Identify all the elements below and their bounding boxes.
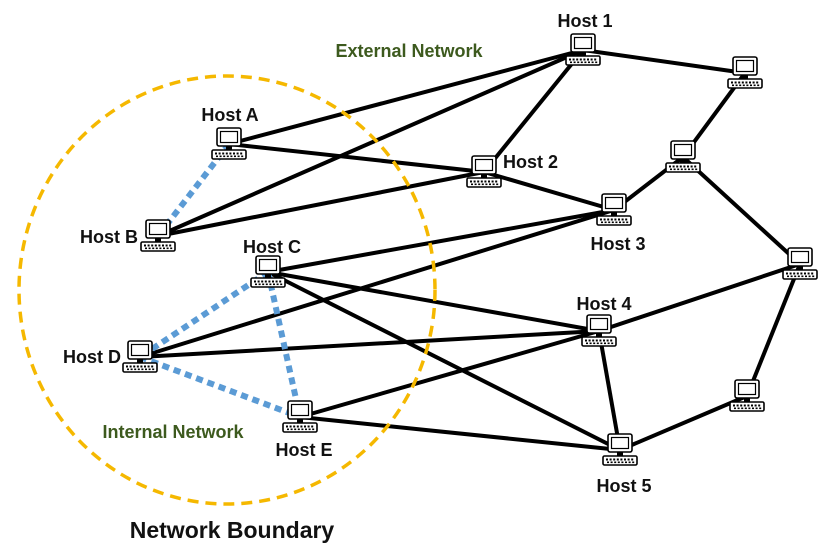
link-C-h5 — [267, 270, 621, 452]
link-A-h2 — [228, 142, 485, 174]
computer-icon-B — [140, 219, 176, 252]
host-e-label: Host E — [275, 440, 332, 460]
computer-icon-u4 — [729, 379, 765, 412]
computer-icon-C — [250, 255, 286, 288]
link-E-h4 — [299, 329, 600, 419]
link-h4-h5 — [597, 330, 622, 451]
link-C-h4 — [267, 270, 600, 333]
host-3-label: Host 3 — [590, 234, 645, 254]
computer-icon-h2 — [466, 155, 502, 188]
link-E-h5 — [299, 415, 621, 452]
computer-icon-u1 — [727, 56, 763, 89]
hosts-layer — [122, 33, 818, 466]
computer-icon-h5 — [602, 433, 638, 466]
computer-icon-u3 — [782, 247, 818, 280]
link-u3-u4 — [745, 263, 802, 397]
computer-icon-E — [282, 400, 318, 433]
network-boundary-circle — [17, 74, 437, 506]
link-B-h2 — [157, 170, 485, 238]
computer-icon-u2 — [665, 140, 701, 173]
host-2-label: Host 2 — [503, 152, 558, 172]
host-d-label: Host D — [63, 347, 121, 367]
link-A-h1 — [228, 48, 584, 146]
external-network-label: External Network — [335, 41, 483, 61]
link-C-h3 — [267, 208, 615, 274]
internal-network-label: Internal Network — [102, 422, 244, 442]
link-D-h4 — [139, 329, 600, 359]
computer-icon-h1 — [565, 33, 601, 66]
host-5-label: Host 5 — [596, 476, 651, 496]
link-u2-u3 — [681, 155, 802, 266]
computer-icon-D — [122, 340, 158, 373]
link-B-h1 — [157, 48, 584, 238]
link-h4-u3 — [598, 262, 801, 333]
link-D-h3 — [139, 208, 615, 359]
computer-icon-A — [211, 127, 247, 160]
link-u4-h5 — [619, 394, 748, 452]
link-h1-u1 — [582, 48, 746, 75]
internal-link-D-E — [138, 354, 302, 420]
computer-icon-h4 — [581, 314, 617, 347]
links-layer — [138, 48, 802, 452]
link-h1-h2 — [482, 48, 585, 174]
computer-icon-h3 — [596, 193, 632, 226]
internal-link-C-D — [138, 269, 270, 360]
host-c-label: Host C — [243, 237, 301, 257]
internal-link-C-E — [265, 271, 303, 418]
link-h2-h3 — [483, 170, 615, 212]
host-a-label: Host A — [201, 105, 258, 125]
network-boundary-label: Network Boundary — [130, 517, 335, 543]
host-b-label: Host B — [80, 227, 138, 247]
host-1-label: Host 1 — [557, 11, 612, 31]
host-4-label: Host 4 — [576, 294, 631, 314]
